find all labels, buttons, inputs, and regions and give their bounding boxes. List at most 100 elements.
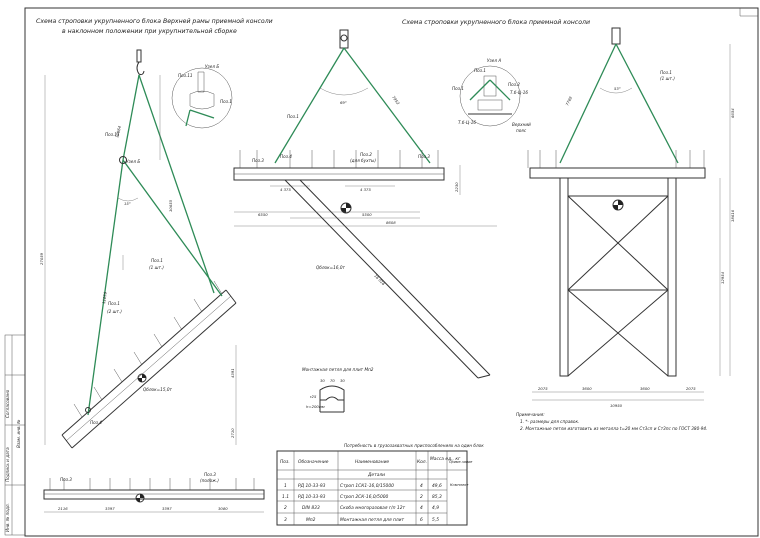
dim-right-sling: 7769 — [564, 95, 573, 106]
middle-view: 69° 4 375 4 375 6550 5500 8608 7953 16 0… — [233, 29, 497, 379]
dim-mid-span: 6550 — [258, 212, 268, 217]
cell-3-1: Мп2 — [306, 517, 316, 523]
dim-right-b3: 3600 — [640, 386, 650, 391]
label-node-a-td16b: Т.б-Ц-16 — [458, 120, 476, 125]
th-pos: Поз. — [280, 459, 290, 465]
angle-right: 53° — [614, 86, 621, 91]
th-name: Наименование — [355, 459, 389, 465]
angle-left: 15° — [124, 201, 131, 206]
sheet-frame — [24, 7, 759, 537]
sling-left-b — [138, 74, 215, 294]
sling-right-a — [559, 43, 617, 164]
dim-right-total: 10950 — [610, 403, 623, 408]
loop-h: h=200мм — [306, 404, 325, 409]
dim-left-sling-top: 15664 — [114, 125, 122, 139]
node-b-detail — [171, 67, 233, 129]
loop-w-2: 70 — [330, 378, 335, 383]
shackle-node — [119, 156, 127, 164]
cell-1-1: РД 10-33-93 — [298, 494, 326, 500]
label-weight-b: Qблок=16,0т — [316, 265, 345, 270]
cell-3-3: 6 — [420, 517, 423, 523]
cell-0-3: 4 — [420, 483, 423, 489]
cell-1-3: 2 — [420, 494, 423, 500]
dim-right-lower: 12954 — [720, 271, 725, 284]
note-1: 1. *- размеры для справок. — [520, 419, 579, 424]
loop-r: r25 — [310, 394, 317, 399]
label-mid-pos3-b: Поз.3 — [418, 154, 430, 159]
side-label-sign: Подпись и дата — [5, 447, 10, 482]
dim-right-h: 18616 — [730, 209, 735, 222]
dim-right-b1: 2075 — [538, 386, 548, 391]
dim-mid-total: 8608 — [386, 220, 396, 225]
label-node-b-pos1: Поз.1 — [220, 99, 232, 104]
cell-0-0: 1 — [284, 483, 287, 489]
label-node-b-mark: Узел Б — [126, 159, 140, 164]
label-pos1-two: (2 шт.) — [107, 309, 122, 314]
crane-hook-right — [611, 27, 621, 45]
cell-2-0: 2 — [284, 505, 287, 511]
label-pos1-one: (1 шт.) — [149, 265, 164, 270]
title-left-1: Схема строповки укрупненного блока Верхн… — [36, 17, 273, 25]
note-2: 2. Монтажные петли изготовить из металла… — [520, 426, 707, 431]
bot-dim-2: 3397 — [105, 506, 115, 511]
dim-left-low: 11059 — [101, 291, 108, 304]
label-node-a: Узел А — [487, 58, 501, 63]
bot-dim-1: 2116 — [58, 506, 68, 511]
cell-2-2: Скоба многоразовая г/п 12т — [340, 505, 406, 511]
cell-note-complect: Комплект — [450, 483, 469, 487]
cell-2-4: 4,9 — [432, 505, 439, 511]
cell-1-4: 85,3 — [432, 494, 442, 500]
cell-1-2: Строп 2СК-16,0/5000 — [340, 494, 389, 500]
bot-dim-4: 3080 — [218, 506, 228, 511]
sling-right-b — [615, 43, 679, 164]
label-node-a-poyas: пояс — [516, 128, 527, 133]
label-node-a-verkhny: Верхний — [512, 122, 531, 127]
loop-w-1: 30 — [320, 378, 325, 383]
side-label-replace: Взам. инв. № — [16, 419, 21, 448]
sling-left-d — [122, 159, 223, 297]
loop-title: Монтажная петля для плит Мп2 — [302, 367, 374, 372]
dim-right-b4: 2075 — [686, 386, 696, 391]
label-right-pos1: Поз.1 — [660, 70, 672, 75]
cell-2-3: 4 — [420, 505, 423, 511]
sling-left-c — [87, 159, 124, 416]
th-mass: Масса ед., кг — [430, 456, 461, 462]
left-view: 27059 15664 10655 11059 4391 2710 15° По… — [39, 49, 237, 449]
dim-mid-sling: 7953 — [391, 95, 401, 106]
bot-pos3-b: Поз.3 — [204, 472, 216, 477]
label-mid-pos1: Поз.1 — [287, 114, 299, 119]
title-left-2: в наклонном положении при укрупнительной… — [62, 27, 237, 35]
label-node-a-td16: Т.б-Ц-16 — [510, 90, 528, 95]
sling-mid-b — [343, 47, 431, 164]
table-title: Потребность в грузозахватных приспособле… — [344, 443, 484, 448]
label-node-a-pos2: Поз.2 — [508, 82, 520, 87]
requirements-table: Потребность в грузозахватных приспособле… — [276, 443, 484, 526]
cell-3-0: 3 — [284, 517, 287, 523]
angle-mid: 69° — [340, 100, 347, 105]
bot-dim-3: 3397 — [162, 506, 172, 511]
table-section: Детали — [367, 472, 385, 478]
loop-w-3: 30 — [340, 378, 345, 383]
label-mid-pos3: Поз.3 — [252, 158, 264, 163]
label-pos1-a: Поз.1 — [151, 258, 163, 263]
dim-mid-span2: 5500 — [362, 212, 372, 217]
label-right-pos1-one: (1 шт.) — [660, 76, 675, 81]
label-weight-a: Qблок=15,0т — [143, 387, 172, 392]
th-qty: Кол. — [417, 459, 427, 465]
label-node-b: Узел Б — [205, 64, 219, 69]
cell-2-1: DIN 833 — [302, 505, 320, 511]
th-designation: Обозначение — [298, 459, 329, 465]
right-view: 53° 7769 6654 18616 12954 2075 3600 3600… — [452, 27, 735, 408]
cell-0-2: Строп 1СК1-16,0/15000 — [340, 483, 394, 489]
label-pos1-b: Поз.1 — [108, 301, 120, 306]
node-a-detail — [459, 65, 521, 127]
cell-3-2: Монтажная петля для плит — [340, 517, 405, 523]
side-stamp: Согласовано Инв. № подл. Подпись и дата … — [4, 334, 26, 536]
label-pos11: Поз.11 — [105, 132, 120, 137]
label-pos4: Поз.4 — [90, 420, 102, 425]
side-label-inv: Инв. № подл. — [5, 503, 10, 532]
label-node-b-pos11: Поз.11 — [178, 73, 193, 78]
dim-left-pad-a: 4391 — [230, 368, 235, 378]
